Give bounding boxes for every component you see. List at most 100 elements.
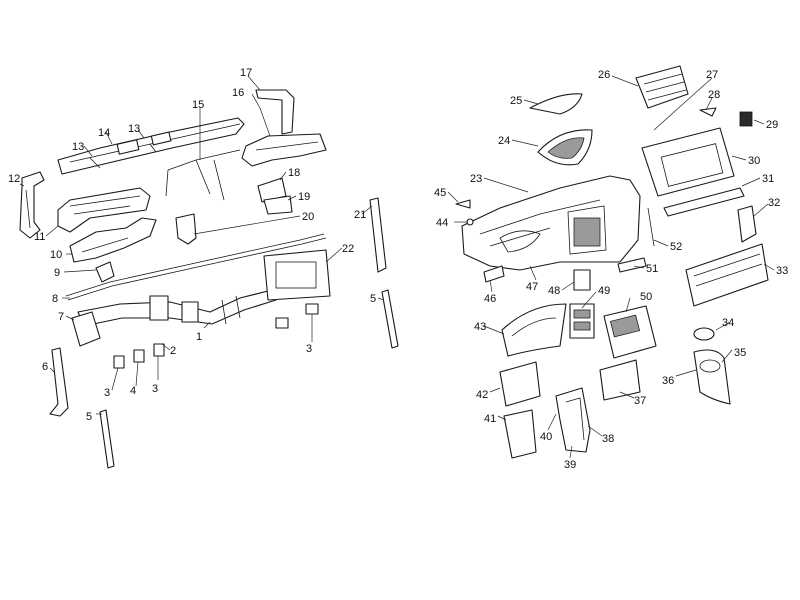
callout-14: 14	[98, 127, 110, 139]
callout-33: 33	[776, 265, 788, 277]
callout-41: 41	[484, 413, 496, 425]
part-22-center-bracket	[263, 249, 331, 301]
part-16-air-duct	[241, 133, 327, 167]
part-34-cup-holder-ring	[693, 327, 715, 341]
part-6-left-support	[49, 347, 69, 417]
callout-9: 9	[54, 267, 60, 279]
callout-3: 3	[306, 343, 312, 355]
part-20-mount	[175, 213, 197, 245]
callout-13: 13	[72, 141, 84, 153]
callout-49: 49	[598, 285, 610, 297]
part-49-control-unit	[569, 303, 595, 339]
callout-6: 6	[42, 361, 48, 373]
callout-39: 39	[564, 459, 576, 471]
callout-4: 4	[130, 385, 136, 397]
part-42-bracket	[499, 361, 541, 407]
part-19-bracket	[263, 195, 293, 215]
part-23-instrument-panel	[461, 175, 641, 271]
callout-42: 42	[476, 389, 488, 401]
callout-11: 11	[34, 231, 45, 243]
part-18-bracket	[257, 177, 287, 203]
callout-36: 36	[662, 375, 674, 387]
callout-40: 40	[540, 431, 552, 443]
callout-48: 48	[548, 285, 560, 297]
part-21-right-support	[369, 197, 387, 273]
part-48-switch	[573, 269, 591, 291]
callout-1: 1	[196, 331, 202, 343]
part-2-3-4-small-brackets	[113, 303, 319, 369]
callout-46: 46	[484, 293, 496, 305]
part-12-side-duct	[19, 171, 45, 239]
part-25-cover	[529, 93, 583, 115]
part-28-clip	[699, 107, 717, 117]
part-41-lower-cover	[503, 409, 537, 459]
callout-15: 15	[192, 99, 204, 111]
part-26-panel	[635, 65, 689, 109]
callout-28: 28	[708, 89, 720, 101]
part-32-side-cap	[737, 205, 757, 243]
callout-34: 34	[722, 317, 734, 329]
callout-26: 26	[598, 69, 610, 81]
callout-35: 35	[734, 347, 746, 359]
callout-16: 16	[232, 87, 244, 99]
callout-32: 32	[768, 197, 780, 209]
callout-27: 27	[706, 69, 718, 81]
callout-7: 7	[58, 311, 64, 323]
callout-5: 5	[86, 411, 92, 423]
callout-31: 31	[762, 173, 774, 185]
part-8-trim-strip	[65, 233, 327, 301]
callout-2: 2	[170, 345, 176, 357]
callout-8: 8	[52, 293, 58, 305]
part-9-small-duct	[95, 261, 115, 283]
part-52-strip	[647, 207, 655, 247]
callout-22: 22	[342, 243, 354, 255]
callout-17: 17	[240, 67, 252, 79]
part-37-bracket	[599, 359, 641, 401]
part-43-cluster-hood	[501, 303, 567, 357]
callout-51: 51	[646, 263, 658, 275]
part-17-upper-pipe	[255, 89, 295, 135]
part-29-vent	[739, 111, 753, 127]
callout-19: 19	[298, 191, 310, 203]
callout-labels: 1 2 3 3 3 4 5 5 6 7 8 9 10 11 12 13 13 1…	[8, 67, 788, 471]
part-15-tube-assembly	[165, 149, 241, 201]
part-30-trim-cover	[641, 127, 735, 197]
callout-10: 10	[50, 249, 62, 261]
part-5-support-bar-right	[381, 289, 399, 349]
part-50-center-console	[603, 305, 657, 359]
callout-52: 52	[670, 241, 682, 253]
callout-3: 3	[152, 383, 158, 395]
callout-43: 43	[474, 321, 486, 333]
callout-18: 18	[288, 167, 300, 179]
callout-29: 29	[766, 119, 778, 131]
part-33-lower-panel	[685, 243, 769, 307]
callout-3: 3	[104, 387, 110, 399]
part-38-39-console-frame	[555, 387, 591, 453]
part-1-cross-car-beam	[77, 289, 277, 327]
part-11-air-duct	[57, 187, 151, 233]
part-5-support-bar-left	[99, 409, 115, 469]
part-13-14-upper-duct	[57, 117, 245, 175]
callout-24: 24	[498, 135, 510, 147]
part-51-trim	[617, 257, 647, 273]
part-45-clip	[455, 199, 471, 209]
callout-20: 20	[302, 211, 314, 223]
part-46-trim	[483, 265, 505, 283]
part-31-strip	[663, 187, 745, 217]
part-10-air-duct	[69, 217, 157, 263]
part-7-end-bracket	[71, 311, 101, 347]
callout-23: 23	[470, 173, 482, 185]
callout-38: 38	[602, 433, 614, 445]
callout-5: 5	[370, 293, 376, 305]
part-24-bezel	[537, 129, 593, 166]
callout-30: 30	[748, 155, 760, 167]
callout-45: 45	[434, 187, 446, 199]
callout-13: 13	[128, 123, 140, 135]
callout-12: 12	[8, 173, 20, 185]
leader-lines	[19, 75, 775, 459]
part-35-36-cup-holder	[693, 349, 731, 405]
callout-47: 47	[526, 281, 538, 293]
callout-44: 44	[436, 217, 448, 229]
callout-25: 25	[510, 95, 522, 107]
